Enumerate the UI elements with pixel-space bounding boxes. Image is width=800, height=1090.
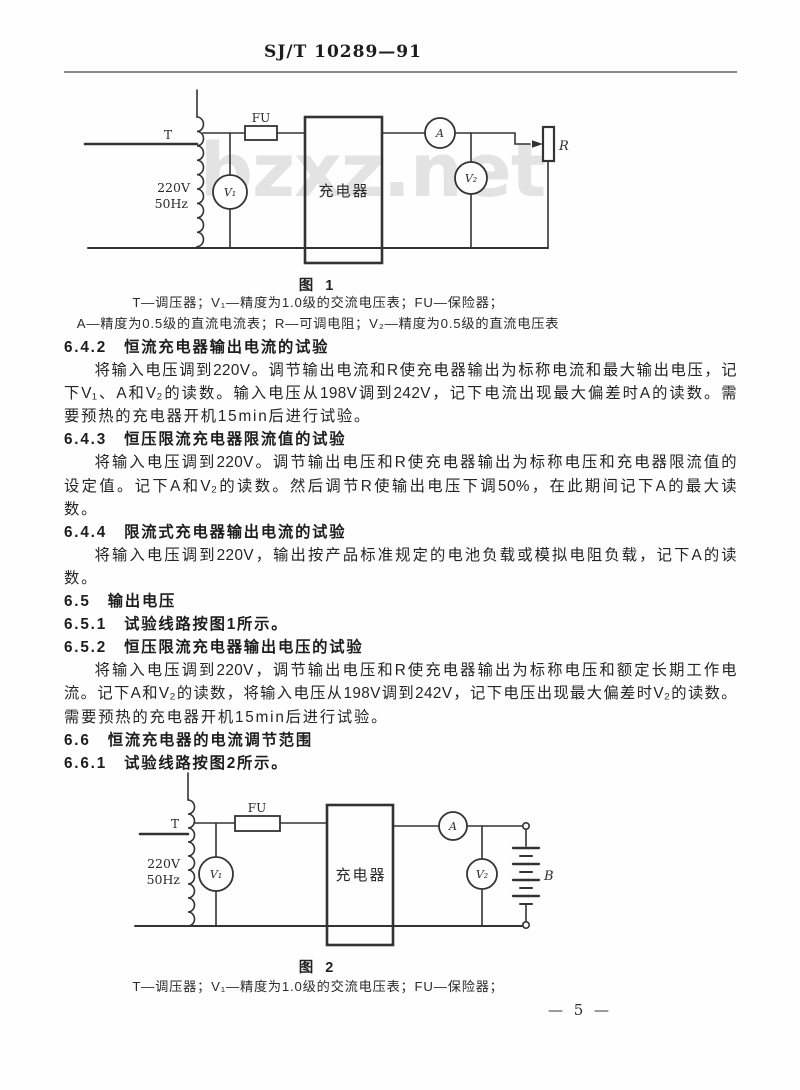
terminal-icon	[521, 821, 530, 830]
transformer-label: T	[164, 128, 172, 142]
text-line: 下V₁、A和V₂的读数。输入电压从198V调到242V，记下电流出现最大偏差时A…	[64, 385, 737, 403]
voltmeter2-label: V₂	[465, 172, 477, 185]
section-heading: 6.4.4 限流式充电器输出电流的试验	[64, 523, 347, 541]
ammeter-label: A	[435, 127, 444, 140]
section-heading: 6.6 恒流充电器的电流调节范围	[64, 731, 313, 749]
resistor-label: R	[558, 139, 569, 154]
text-line: 将输入电压调到220V，输出按产品标准规定的电池负载或模拟电阻负载，记下A的读	[94, 546, 737, 564]
text-line: 流。记下A和V₂的读数，将输入电压从198V调到242V，记下电压出现最大偏差时…	[64, 685, 737, 703]
charger-label: 充电器	[335, 867, 386, 884]
section-heading: 6.5 输出电压	[64, 593, 177, 611]
ammeter-icon	[438, 811, 468, 841]
fuse-icon	[234, 815, 281, 832]
page-title: SJ/T 10289—91	[264, 42, 422, 62]
header-rule	[64, 71, 737, 73]
fuse-label: FU	[252, 111, 270, 125]
charger-label: 充电器	[318, 183, 369, 200]
figure1-circuit-diagram: T FU 220V 50Hz V₁ 充电器 A V₂ R	[83, 89, 569, 265]
text-line: 要预热的充电器开机15min后进行试验。	[64, 408, 372, 426]
frequency-label: 50Hz	[155, 196, 189, 211]
transformer-label: T	[171, 817, 179, 831]
section-heading: 6.4.3 恒压限流充电器限流值的试验	[64, 431, 347, 449]
text-line: 将输入电压调到220V。调节输出电压和R使充电器输出为标称电压和充电器限流值的	[94, 454, 737, 472]
voltage-label: 220V	[157, 180, 191, 195]
figure1-legend-line2: A—精度为0.5级的直流电流表；R—可调电阻；V₂—精度为0.5级的直流电压表	[76, 316, 560, 331]
voltmeter2-icon	[466, 858, 498, 890]
voltmeter1-icon	[212, 174, 248, 210]
text-line: 数。	[64, 569, 99, 587]
figure1-legend-line1: T—调压器；V₁—精度为1.0级的交流电压表；FU—保险器；	[132, 295, 504, 310]
resistor-icon	[541, 125, 556, 163]
voltmeter2-icon	[454, 161, 488, 195]
text-line: 数。	[64, 500, 99, 518]
figure2-circuit-diagram: T FU 220V 50Hz V₁ 充电器 A V₂ B	[134, 772, 554, 947]
fuse-label: FU	[248, 801, 266, 815]
voltage-label: 220V	[147, 856, 181, 871]
voltmeter1-label: V₁	[210, 868, 222, 881]
watermark: bzxz.net	[200, 128, 546, 214]
wiper-arrow-icon	[532, 140, 543, 148]
voltmeter1-label: V₁	[224, 186, 236, 199]
page-number: — 5 —	[547, 1001, 613, 1019]
section-heading: 6.4.2 恒流充电器输出电流的试验	[64, 339, 330, 356]
figure1-caption: 图 1	[298, 278, 338, 294]
transformer-coil-icon	[187, 799, 196, 927]
terminal-icon	[521, 920, 530, 929]
fuse-icon	[244, 125, 278, 141]
charger-box	[325, 803, 395, 947]
charger-box	[303, 115, 384, 265]
ammeter-label: A	[448, 820, 457, 833]
ammeter-icon	[424, 117, 456, 149]
text-line: 将输入电压调到220V，调节输出电压和R使充电器输出为标称电压和额定长期工作电	[94, 662, 737, 680]
text-line: 将输入电压调到220V。调节输出电流和R使充电器输出为标称电流和最大输出电压，记	[94, 362, 737, 380]
figure2-legend-line1: T—调压器；V₁—精度为1.0级的交流电压表；FU—保险器；	[132, 979, 504, 994]
text-line: 设定值。记下A和V₂的读数。然后调节R使输出电压下调50%，在此期间记下A的最大…	[64, 477, 737, 495]
frequency-label: 50Hz	[147, 872, 181, 887]
text-line: 需要预热的充电器开机15min后进行试验。	[64, 708, 389, 726]
figure2-caption: 图 2	[298, 960, 338, 976]
voltmeter2-label: V₂	[476, 868, 488, 881]
voltmeter1-icon	[198, 856, 234, 892]
battery-label: B	[543, 869, 554, 884]
transformer-coil-icon	[196, 116, 205, 248]
wire	[454, 132, 531, 145]
section-heading: 6.6.1 试验线路按图2所示。	[64, 754, 289, 772]
section-heading: 6.5.2 恒压限流充电器输出电压的试验	[64, 639, 364, 657]
body-text: 6.4.2 恒流充电器输出电流的试验将输入电压调到220V。调节输出电流和R使充…	[64, 336, 737, 775]
section-heading: 6.5.1 试验线路按图1所示。	[64, 616, 289, 634]
